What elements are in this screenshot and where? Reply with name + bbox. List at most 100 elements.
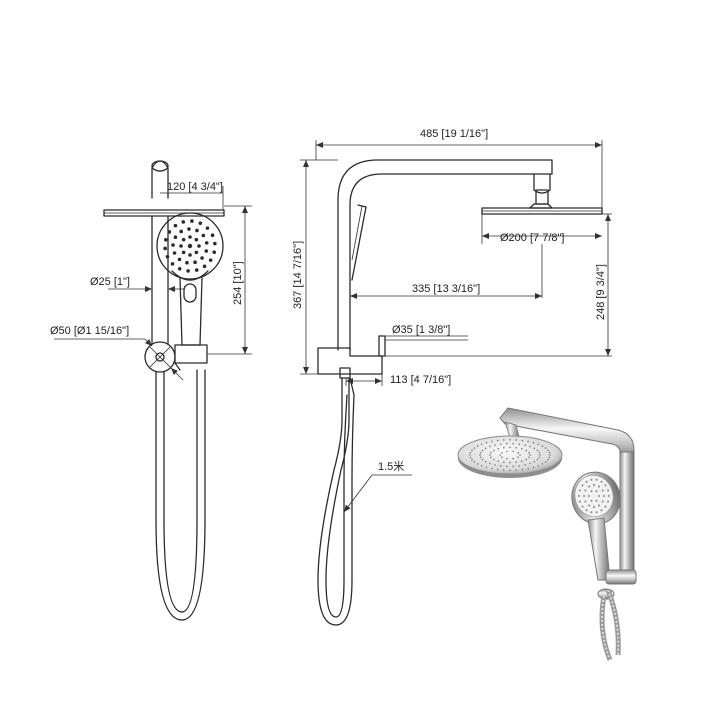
middle-view-rail (317, 159, 603, 626)
nozzle-dot (494, 444, 496, 446)
nozzle-dot (521, 468, 524, 471)
nozzle-dot (528, 451, 530, 454)
nozzle-dot (533, 460, 536, 463)
nozzle-dot (515, 439, 518, 441)
nozzle-dot (201, 233, 206, 238)
nozzle-dot (186, 269, 190, 273)
nozzle-dot (581, 484, 584, 487)
nozzle-dot (188, 235, 192, 239)
nozzle-dot (578, 495, 580, 497)
nozzle-dot (515, 461, 517, 464)
nozzle-dot (204, 249, 209, 253)
nozzle-dot (194, 237, 199, 242)
nozzle-dot (583, 495, 585, 497)
dim-rail-diameter: Ø25 [1"] (90, 276, 130, 288)
dim-overhead-diameter: Ø200 [7 7/8"] (500, 232, 564, 244)
nozzle-dot (521, 439, 524, 442)
nozzle-dot (517, 456, 519, 459)
nozzle-dot (549, 454, 551, 456)
left-view-hand-shower (103, 160, 225, 621)
nozzle-dot (489, 454, 491, 456)
nozzle-dot (173, 235, 178, 240)
nozzle-dot (529, 462, 531, 465)
nozzle-dot (509, 439, 511, 441)
nozzle-dot (603, 495, 605, 497)
nozzle-dot (529, 445, 531, 448)
nozzle-dot (518, 465, 521, 467)
nozzle-dot (536, 458, 539, 461)
nozzle-dot (179, 244, 183, 248)
nozzle-dot (509, 446, 511, 449)
nozzle-dot (608, 495, 610, 497)
nozzle-dot (578, 489, 581, 492)
nozzle-dot (598, 504, 600, 507)
nozzle-dot (509, 461, 511, 464)
nozzle-dot (173, 223, 178, 228)
nozzle-dot (471, 458, 473, 461)
nozzle-dot (491, 440, 493, 443)
nozzle-dot (177, 257, 182, 262)
nozzle-dot (519, 454, 521, 456)
nozzle-dot (194, 268, 199, 272)
dim-inlet-diameter: Ø35 [1 3/8"] (392, 324, 450, 336)
nozzle-dot (473, 461, 476, 463)
nozzle-dot (476, 463, 479, 465)
nozzle-dot (547, 449, 549, 452)
nozzle-dot (600, 480, 603, 483)
dim-bracket-diameter: Ø50 [Ø1 15/16"] (50, 325, 129, 337)
photo-hand-nozzles (578, 478, 610, 514)
nozzle-dot (170, 262, 175, 266)
nozzle-dot (601, 489, 604, 492)
nozzle-dot (494, 464, 496, 466)
nozzle-dot (538, 456, 541, 459)
nozzle-dot (524, 444, 526, 446)
nozzle-dot (593, 484, 595, 486)
nozzle-dot (512, 450, 514, 453)
nozzle-dot (578, 500, 581, 503)
nozzle-dot (195, 228, 199, 233)
nozzle-dot (213, 241, 217, 246)
nozzle-dot (485, 466, 488, 469)
nozzle-dot (473, 447, 476, 449)
dim-head-offset: 335 [13 3/16"] (412, 283, 480, 295)
nozzle-dot (539, 454, 541, 456)
nozzle-dot (532, 466, 535, 469)
product-photo (457, 407, 637, 661)
nozzle-dot (469, 456, 472, 459)
nozzle-dot (471, 449, 473, 452)
nozzle-dot (595, 490, 598, 493)
nozzle-dot (204, 241, 209, 245)
left-dimensions: 120 [4 3/4"] 254 [10"] Ø25 [1"] Ø50 [Ø1 … (50, 181, 252, 381)
nozzle-dot (506, 442, 508, 445)
nozzle-dot (532, 441, 535, 444)
nozzle-dot (598, 485, 600, 488)
nozzle-dot (527, 467, 529, 470)
nozzle-dot (600, 509, 603, 512)
nozzle-dot (520, 460, 523, 462)
dim-arm-reach: 485 [19 1/16"] (420, 128, 488, 140)
nozzle-dot (512, 442, 514, 445)
nozzle-dot (200, 256, 204, 260)
nozzle-dot (538, 451, 541, 454)
nozzle-dot (499, 465, 502, 467)
nozzle-dot (205, 226, 210, 230)
nozzle-dot (476, 445, 479, 447)
nozzle-dot (493, 458, 495, 461)
nozzle-dot (528, 456, 530, 459)
nozzle-dot (541, 463, 544, 465)
nozzle-dot (593, 506, 595, 508)
nozzle-dot (595, 478, 598, 481)
nozzle-dot (493, 449, 495, 452)
nozzle-dot (187, 243, 193, 249)
nozzle-dot (588, 504, 590, 507)
nozzle-dot (484, 460, 487, 463)
nozzle-dot (518, 443, 521, 445)
nozzle-dot (188, 253, 192, 257)
nozzle-dot (529, 454, 531, 456)
nozzle-dot (601, 500, 604, 503)
nozzle-dot (544, 447, 547, 449)
nozzle-dot (502, 439, 505, 441)
nozzle-dot (588, 485, 590, 488)
nozzle-dot (484, 447, 487, 450)
nozzle-dot (588, 495, 590, 497)
